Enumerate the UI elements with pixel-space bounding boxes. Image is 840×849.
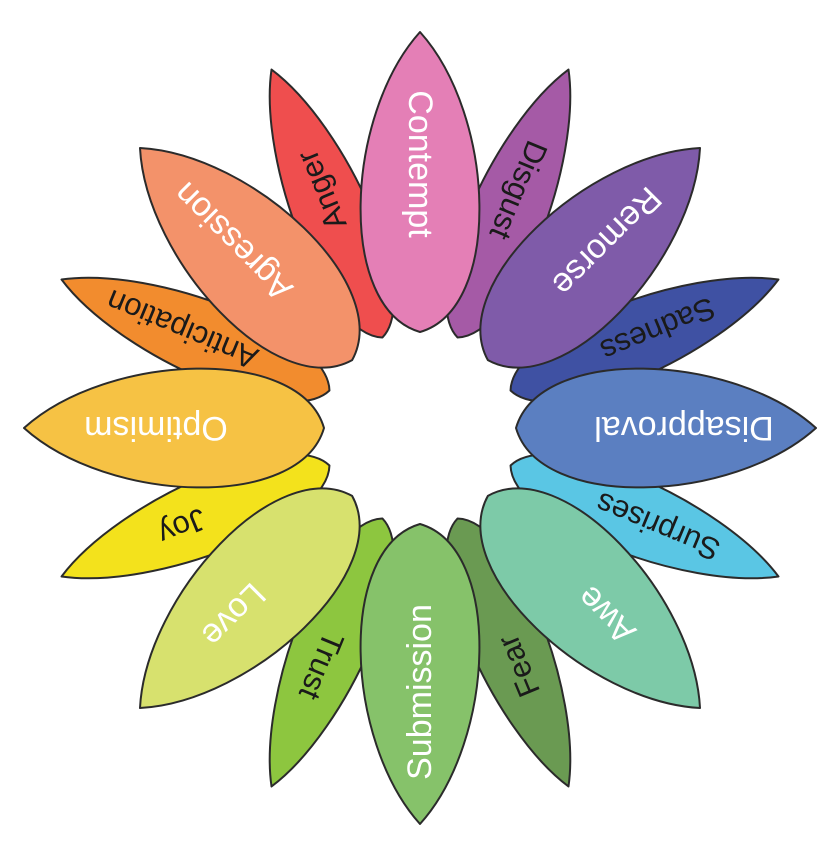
petal-love: Love xyxy=(138,487,361,710)
petal-contempt: Contempt xyxy=(359,31,481,333)
petal-shape-contempt xyxy=(359,31,481,333)
petal-label-disapproval: Disapproval xyxy=(594,409,774,447)
petal-shape-remorse xyxy=(479,146,702,369)
petal-anger: Anger xyxy=(268,68,395,339)
petal-shape-love xyxy=(138,487,361,710)
petal-shape-disapproval xyxy=(515,367,817,489)
petal-shape-agression xyxy=(138,146,361,369)
petal-optimism: Optimism xyxy=(23,367,325,489)
petal-shape-optimism xyxy=(23,367,325,489)
petal-awe: Awe xyxy=(479,487,702,710)
petal-layer: DisgustSadnessSurprisesFearTrustJoyAntic… xyxy=(23,31,817,825)
petal-disapproval: Disapproval xyxy=(515,367,817,489)
petal-submission: Submission xyxy=(359,523,481,825)
petal-label-contempt: Contempt xyxy=(401,90,439,238)
petal-shape-awe xyxy=(479,487,702,710)
petal-label-submission: Submission xyxy=(401,604,439,780)
petal-shape-submission xyxy=(359,523,481,825)
petal-label-optimism: Optimism xyxy=(84,409,228,447)
